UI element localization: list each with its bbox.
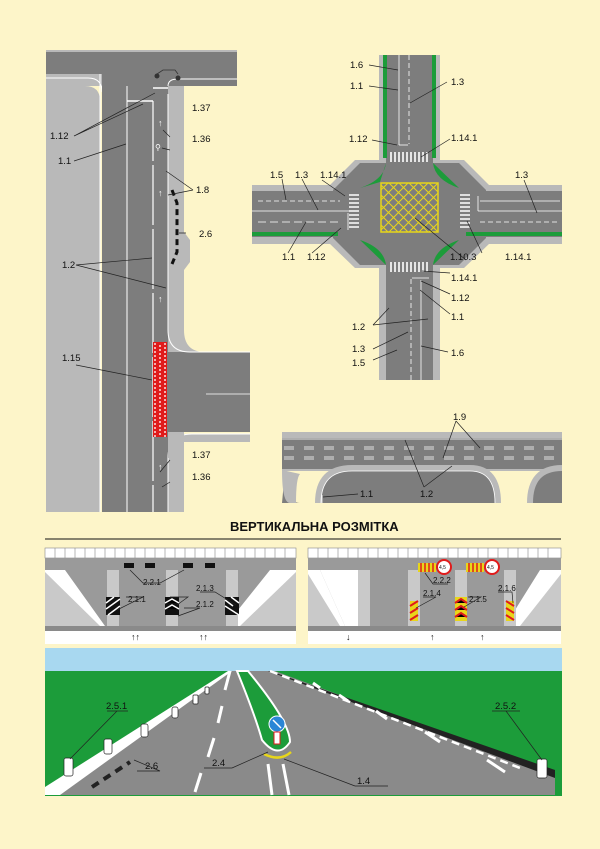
label: 1.1 bbox=[350, 81, 363, 92]
svg-text:⚲: ⚲ bbox=[155, 143, 161, 152]
direction-arrows: ↑↑ bbox=[199, 632, 208, 642]
bicycle-lane-arrows: ↑ ↑ ↑ ↑ bbox=[158, 118, 163, 472]
svg-text:↑: ↑ bbox=[158, 118, 163, 128]
direction-arrow: ↑ bbox=[430, 632, 435, 642]
direction-arrow: ↑ bbox=[480, 632, 485, 642]
label: 2.1.6 bbox=[498, 584, 516, 593]
label: 1.3 bbox=[451, 77, 464, 88]
label: 1.37 bbox=[192, 450, 211, 461]
label: 2.5.2 bbox=[495, 701, 516, 712]
zebra-crossings bbox=[349, 152, 470, 272]
label: 1.12 bbox=[349, 134, 368, 145]
label: 1.1 bbox=[58, 156, 71, 167]
label: 1.3 bbox=[515, 170, 528, 181]
label: 1.12 bbox=[50, 131, 69, 142]
reversible-lane-diagram: 1.9 1.2 1.1 bbox=[282, 412, 563, 504]
label: 2.6 bbox=[199, 229, 212, 240]
label: 1.5 bbox=[352, 358, 365, 369]
label: 2.4 bbox=[212, 758, 225, 769]
direction-arrow: ↓ bbox=[346, 632, 351, 642]
vertical-marking-right-panel: 4,5 4,5 ↓ ↑ ↑ 2.2.2 2.1.4 2.1.5 2.1.6 bbox=[307, 547, 562, 644]
label: 1.4 bbox=[357, 776, 370, 787]
sign-text: 4,5 bbox=[487, 565, 494, 571]
label: 2.1.4 bbox=[423, 589, 441, 598]
label: 1.36 bbox=[192, 472, 211, 483]
label: 1.6 bbox=[350, 60, 363, 71]
label: 1.12 bbox=[451, 293, 470, 304]
section-title: ВЕРТИКАЛЬНА РОЗМІТКА bbox=[230, 519, 399, 534]
label: 1.2 bbox=[352, 322, 365, 333]
label: 2.2.1 bbox=[143, 578, 161, 587]
perspective-road-panel: 2.5.1 2.6 2.4 1.4 2.5.2 bbox=[45, 648, 562, 796]
height-limit-sign-icon: 4,5 4,5 bbox=[436, 559, 500, 575]
label: 1.6 bbox=[451, 348, 464, 359]
streetlight-icon bbox=[154, 69, 181, 81]
svg-text:↑: ↑ bbox=[158, 462, 163, 472]
label: 1.37 bbox=[192, 103, 211, 114]
label: 1.3 bbox=[352, 344, 365, 355]
intersection-diagram: 1.6 1.1 1.3 1.12 1.14.1 1.5 1.3 1.14.1 1… bbox=[252, 55, 562, 380]
label: 2.1.3 bbox=[196, 584, 214, 593]
label: 1.14.1 bbox=[451, 133, 477, 144]
label: 1.15 bbox=[62, 353, 81, 364]
label: 2.1.2 bbox=[196, 600, 214, 609]
bollards bbox=[63, 686, 548, 779]
label: 1.3 bbox=[295, 170, 308, 181]
vertical-marking-left-panel: ↑↑ ↑↑ 2.2.1 2.1.3 2.1.1 2.1.2 bbox=[44, 547, 297, 644]
label: 2.1.1 bbox=[128, 595, 146, 604]
bike-lane-diagram: ↑ ↑ ↑ ↑ ⚲ 1.12 1.1 1.37 1.36 1.8 2.6 1.2… bbox=[46, 50, 250, 512]
direction-arrows: ↑↑ bbox=[131, 632, 140, 642]
label: 1.9 bbox=[453, 412, 466, 423]
label: 1.1 bbox=[282, 252, 295, 263]
label: 1.2 bbox=[420, 489, 433, 500]
label: 2.2.2 bbox=[433, 576, 451, 585]
label: 1.14.1 bbox=[505, 252, 531, 263]
label: 1.10.3 bbox=[450, 252, 476, 263]
label: 1.14.1 bbox=[320, 170, 346, 181]
bicycle-icon: ⚲ bbox=[155, 143, 161, 152]
label: 2.1.5 bbox=[469, 595, 487, 604]
label: 1.5 bbox=[270, 170, 283, 181]
label: 1.12 bbox=[307, 252, 326, 263]
label: 1.1 bbox=[360, 489, 373, 500]
label: 1.2 bbox=[62, 260, 75, 271]
svg-text:↑: ↑ bbox=[158, 188, 163, 198]
label: 1.8 bbox=[196, 185, 209, 196]
overhead-marking-2-2-1 bbox=[124, 563, 215, 568]
label: 1.36 bbox=[192, 134, 211, 145]
svg-text:↑: ↑ bbox=[158, 294, 163, 304]
sign-text: 4,5 bbox=[439, 565, 446, 571]
label: 2.5.1 bbox=[106, 701, 127, 712]
label: 1.14.1 bbox=[451, 273, 477, 284]
label: 2.6 bbox=[145, 761, 158, 772]
label: 1.1 bbox=[451, 312, 464, 323]
yellow-box-junction-1-10-3 bbox=[380, 182, 439, 233]
overhead-marking-2-2-2 bbox=[418, 563, 484, 572]
